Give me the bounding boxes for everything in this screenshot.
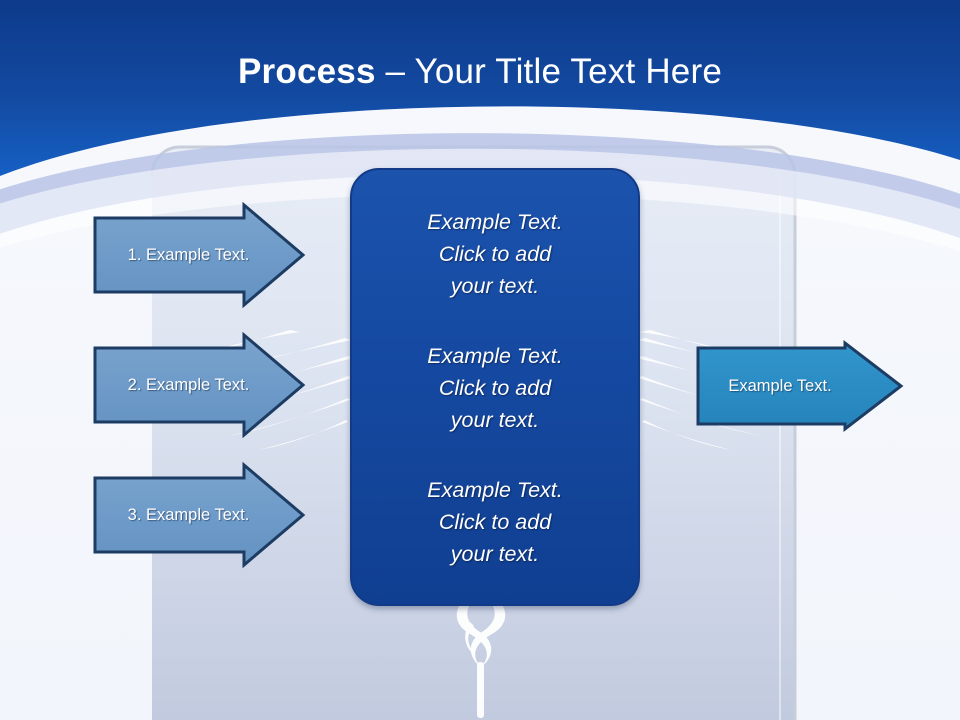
- slide-title: Process – Your Title Text Here: [0, 50, 960, 94]
- right-arrow-label: Example Text.: [728, 377, 832, 395]
- left-arrow-1-label: 1. Example Text.: [127, 246, 250, 264]
- left-arrow-3-shape: [93, 461, 306, 569]
- left-arrow-1-shape: [93, 201, 306, 309]
- slide-title-strong: Process: [238, 52, 376, 91]
- left-arrow-3-label: 3. Example Text.: [127, 506, 250, 524]
- left-arrow-3[interactable]: 3. Example Text.: [92, 460, 307, 570]
- left-arrow-1[interactable]: 1. Example Text.: [92, 200, 307, 310]
- center-paragraph-3: Example Text. Click to add your text.: [427, 478, 563, 566]
- center-content-box[interactable]: Example Text. Click to add your text. Ex…: [350, 168, 640, 606]
- slide-title-rest: – Your Title Text Here: [375, 52, 722, 91]
- right-arrow-output[interactable]: Example Text.: [695, 339, 905, 433]
- header-arc-swoosh: [0, 133, 960, 239]
- left-arrow-2[interactable]: 2. Example Text.: [92, 330, 307, 440]
- center-paragraph-1: Example Text. Click to add your text.: [427, 210, 563, 298]
- left-arrow-2-label: 2. Example Text.: [127, 376, 250, 394]
- header-band: [0, 0, 960, 176]
- center-paragraph-2: Example Text. Click to add your text.: [427, 344, 563, 432]
